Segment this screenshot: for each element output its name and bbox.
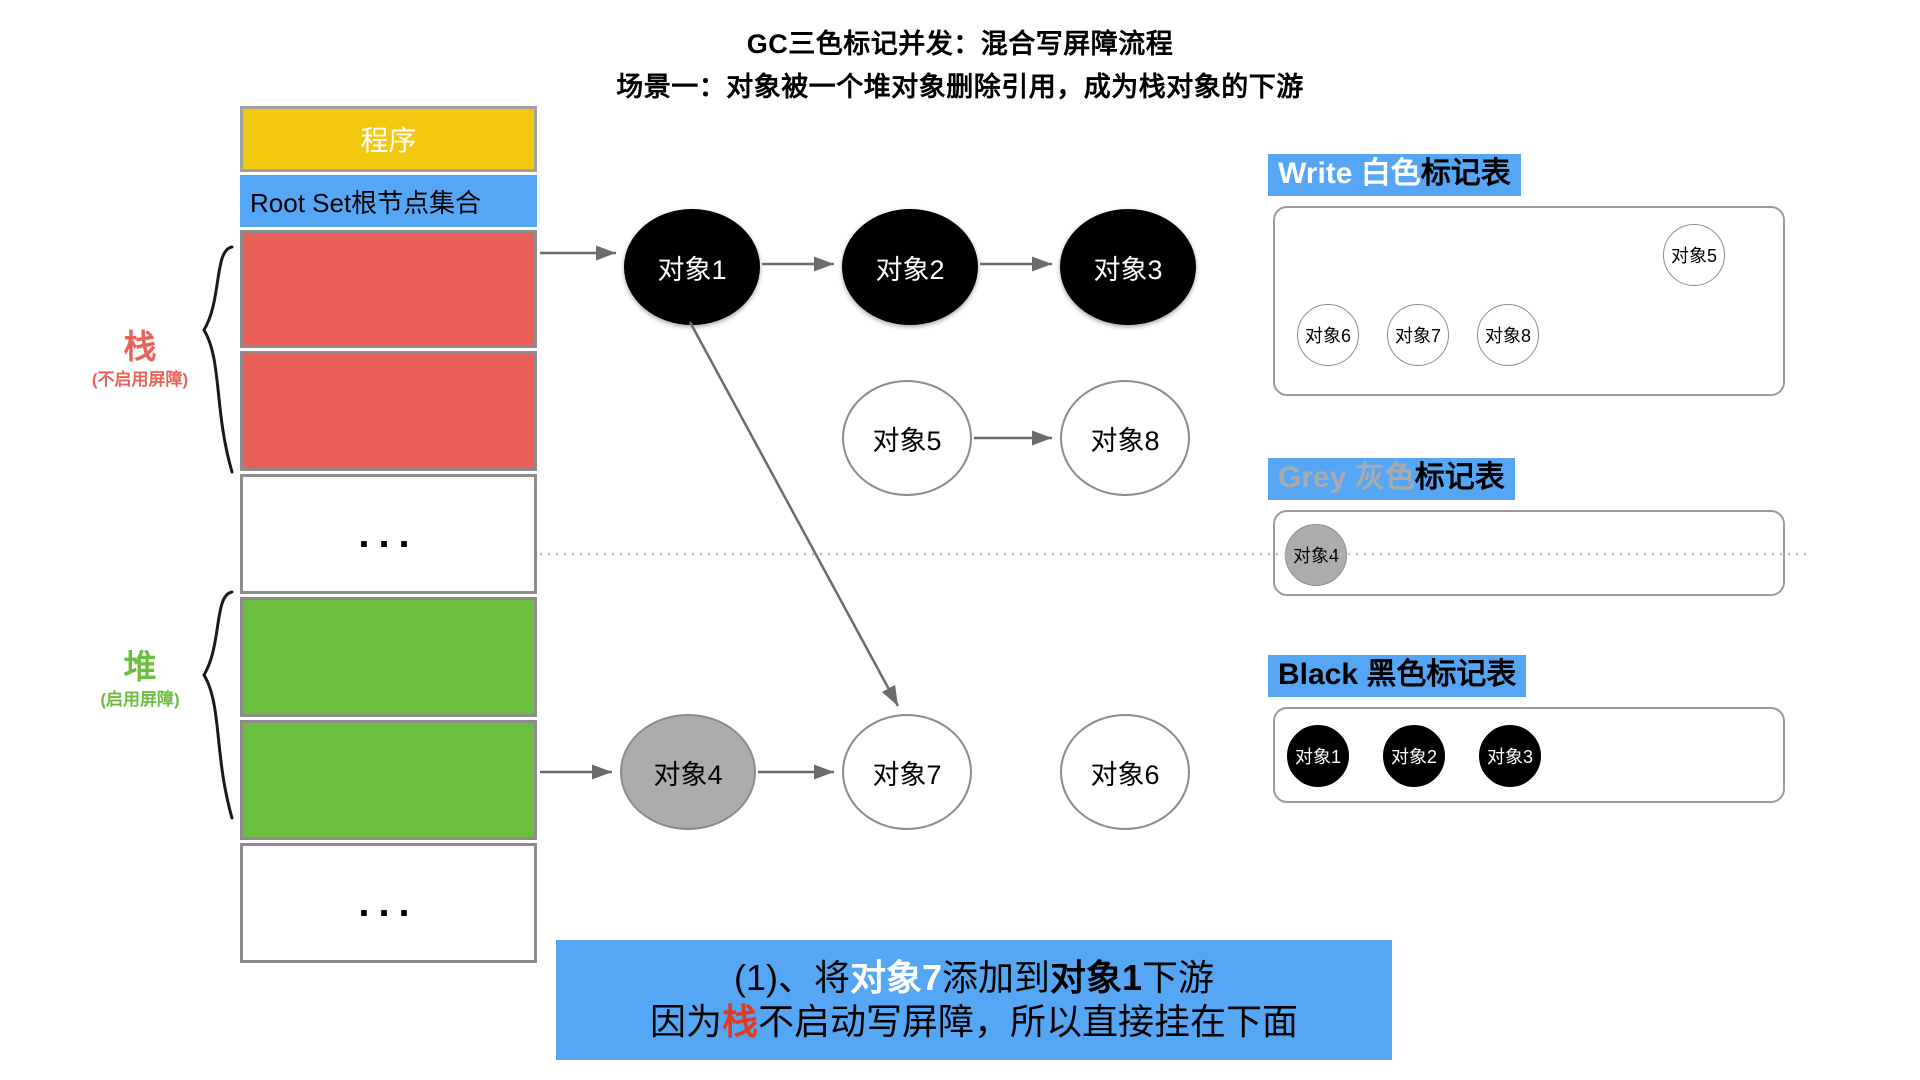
black-item-obj3-label: 对象3: [1486, 747, 1533, 767]
program-box: 程序: [240, 106, 537, 172]
white-mark-table-header: Write 白色标记表: [1268, 154, 1521, 196]
node-obj7: 对象7: [842, 714, 972, 830]
node-obj7-label: 对象7: [872, 759, 942, 790]
black-header-rest: 标记表: [1426, 658, 1517, 691]
white-item-obj5: 对象5: [1663, 224, 1725, 286]
node-obj8: 对象8: [1060, 380, 1190, 496]
black-item-obj3: 对象3: [1479, 725, 1541, 787]
black-mark-table-body: 对象1 对象2 对象3: [1273, 707, 1785, 803]
caption-line-1: (1)、将对象7添加到对象1下游: [734, 956, 1214, 1000]
stack-slot-1: [240, 230, 537, 348]
white-item-obj6: 对象6: [1297, 304, 1359, 366]
grey-mark-table-header: Grey 灰色标记表: [1268, 458, 1515, 500]
heap-label-subtitle: (启用屏障): [100, 689, 180, 709]
caption-box: (1)、将对象7添加到对象1下游 因为栈不启动写屏障，所以直接挂在下面: [556, 940, 1392, 1060]
node-obj4: 对象4: [620, 714, 756, 830]
stack-free-slot: ...: [240, 474, 537, 594]
node-obj4-label: 对象4: [653, 759, 723, 790]
caption-l2-c: 不启动写屏障，所以直接挂在下面: [758, 1001, 1299, 1042]
node-obj1-label: 对象1: [657, 254, 727, 285]
white-item-obj6-label: 对象6: [1304, 326, 1351, 346]
black-mark-table-header: Black 黑色标记表: [1268, 655, 1527, 697]
node-obj6: 对象6: [1060, 714, 1190, 830]
root-set-box: Root Set根节点集合: [240, 175, 537, 227]
black-mark-table: Black 黑色标记表 对象1 对象2 对象3: [1268, 655, 1808, 815]
node-obj2: 对象2: [842, 209, 978, 325]
caption-l1-obj1: 对象1: [1050, 957, 1143, 999]
stack-label-subtitle: (不启用屏障): [91, 369, 189, 389]
node-obj3: 对象3: [1060, 209, 1196, 325]
stack-slot-2: [240, 351, 537, 471]
page-title-line-1: GC三色标记并发：混合写屏障流程: [746, 29, 1174, 59]
stack-label-title: 栈: [123, 328, 157, 365]
grey-header-color: 灰色: [1354, 461, 1415, 494]
black-item-obj2: 对象2: [1383, 725, 1445, 787]
node-obj1: 对象1: [624, 209, 760, 325]
white-item-obj7-label: 对象7: [1394, 326, 1441, 346]
white-item-obj5-label: 对象5: [1670, 246, 1717, 266]
page-title-line-2: 场景一：对象被一个堆对象删除引用，成为栈对象的下游: [616, 72, 1304, 102]
white-mark-table: Write 白色标记表 对象5 对象6 对象7 对象8: [1268, 154, 1808, 404]
grey-header-en: Grey: [1278, 461, 1347, 494]
black-item-obj2-label: 对象2: [1390, 747, 1437, 767]
grey-mark-table: Grey 灰色标记表 对象4: [1268, 458, 1808, 608]
black-header-en: Black: [1278, 658, 1359, 691]
caption-line-2: 因为栈不启动写屏障，所以直接挂在下面: [650, 1000, 1298, 1044]
node-obj8-label: 对象8: [1090, 425, 1160, 456]
heap-label-title: 堆: [123, 648, 157, 685]
white-header-en: Write: [1278, 157, 1353, 190]
grey-item-obj4-label: 对象4: [1292, 546, 1339, 566]
caption-l1-a: (1)、将: [733, 957, 850, 999]
black-header-color: 黑色: [1366, 658, 1427, 691]
white-item-obj8: 对象8: [1477, 304, 1539, 366]
node-obj5: 对象5: [842, 380, 972, 496]
white-mark-table-body: 对象5 对象6 对象7 对象8: [1273, 206, 1785, 396]
stack-ellipsis: ...: [358, 512, 419, 556]
edge-obj1-to-obj7: [688, 321, 900, 707]
black-item-obj1: 对象1: [1287, 725, 1349, 787]
white-item-obj7: 对象7: [1387, 304, 1449, 366]
caption-l2-stack: 栈: [721, 1001, 758, 1042]
node-obj5-label: 对象5: [872, 425, 942, 456]
white-item-obj8-label: 对象8: [1484, 326, 1531, 346]
black-item-obj1-label: 对象1: [1294, 747, 1341, 767]
heap-region-label: 堆 (启用屏障): [60, 648, 220, 710]
caption-l1-c: 添加到: [941, 957, 1050, 999]
grey-header-rest: 标记表: [1414, 461, 1505, 494]
heap-slot-1: [240, 597, 537, 717]
node-obj2-label: 对象2: [875, 254, 945, 285]
heap-slot-2: [240, 720, 537, 840]
grey-item-obj4: 对象4: [1285, 524, 1347, 586]
caption-l1-e: 下游: [1142, 957, 1215, 999]
node-obj3-label: 对象3: [1093, 254, 1163, 285]
heap-free-slot: ...: [240, 843, 537, 963]
heap-ellipsis: ...: [358, 881, 419, 925]
white-header-color: 白色: [1360, 157, 1421, 190]
stack-region-label: 栈 (不启用屏障): [60, 328, 220, 390]
node-obj6-label: 对象6: [1090, 759, 1160, 790]
caption-l2-a: 因为: [649, 1001, 722, 1042]
caption-l1-obj7: 对象7: [849, 957, 942, 999]
white-header-rest: 标记表: [1420, 157, 1511, 190]
grey-mark-table-body: 对象4: [1273, 510, 1785, 596]
